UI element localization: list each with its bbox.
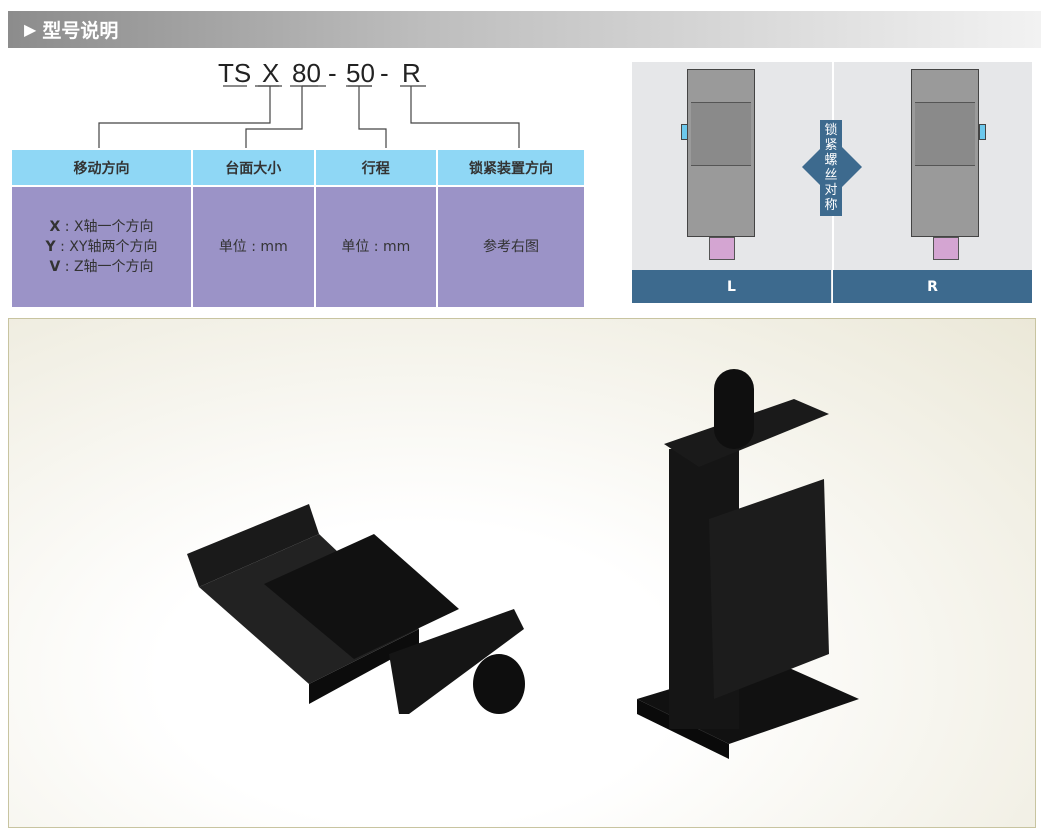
- model-dash: -: [380, 58, 389, 88]
- col-stroke: 行程: [313, 148, 439, 187]
- col-lock: 锁紧装置方向: [436, 148, 586, 187]
- motor-right: [933, 237, 959, 260]
- direction-cell: X : X轴一个方向 Y : XY轴两个方向 V : Z轴一个方向: [10, 185, 193, 309]
- model-direction: X: [262, 58, 280, 88]
- stage-drawing-right: [911, 69, 979, 237]
- model-stroke: 50: [346, 58, 375, 88]
- motor-left: [709, 237, 735, 260]
- label-r: R: [833, 270, 1032, 303]
- model-lock: R: [402, 58, 421, 88]
- model-prefix: TS: [218, 58, 252, 88]
- model-table: 移动方向 台面大小 行程 锁紧装置方向 X : X轴一个方向 Y : XY轴两个…: [10, 148, 586, 309]
- col-direction: 移动方向: [10, 148, 193, 187]
- product-photos: [187, 369, 859, 759]
- lock-screw-right: [979, 124, 986, 140]
- section-title: 型号说明: [42, 20, 119, 42]
- lock-cell: 参考右图: [436, 185, 586, 309]
- col-size: 台面大小: [191, 148, 316, 187]
- size-cell: 单位 : mm: [191, 185, 316, 309]
- model-size: 80: [292, 58, 321, 88]
- vertical-stage-photo: [637, 369, 859, 759]
- triangle-icon: ▶: [24, 20, 37, 39]
- stroke-cell: 单位 : mm: [313, 185, 439, 309]
- connector-lines: [98, 85, 520, 148]
- label-l: L: [632, 270, 831, 303]
- product-photo-panel: [8, 318, 1036, 828]
- stage-drawing-left: [687, 69, 755, 237]
- lock-diagram: 锁紧螺丝对称 L R: [632, 62, 1032, 303]
- section-header: ▶ 型号说明: [8, 11, 1041, 48]
- horizontal-stage-photo: [187, 504, 525, 714]
- symmetry-label: 锁紧螺丝对称: [820, 120, 842, 216]
- model-dash: -: [328, 58, 337, 88]
- lock-screw-left: [681, 124, 688, 140]
